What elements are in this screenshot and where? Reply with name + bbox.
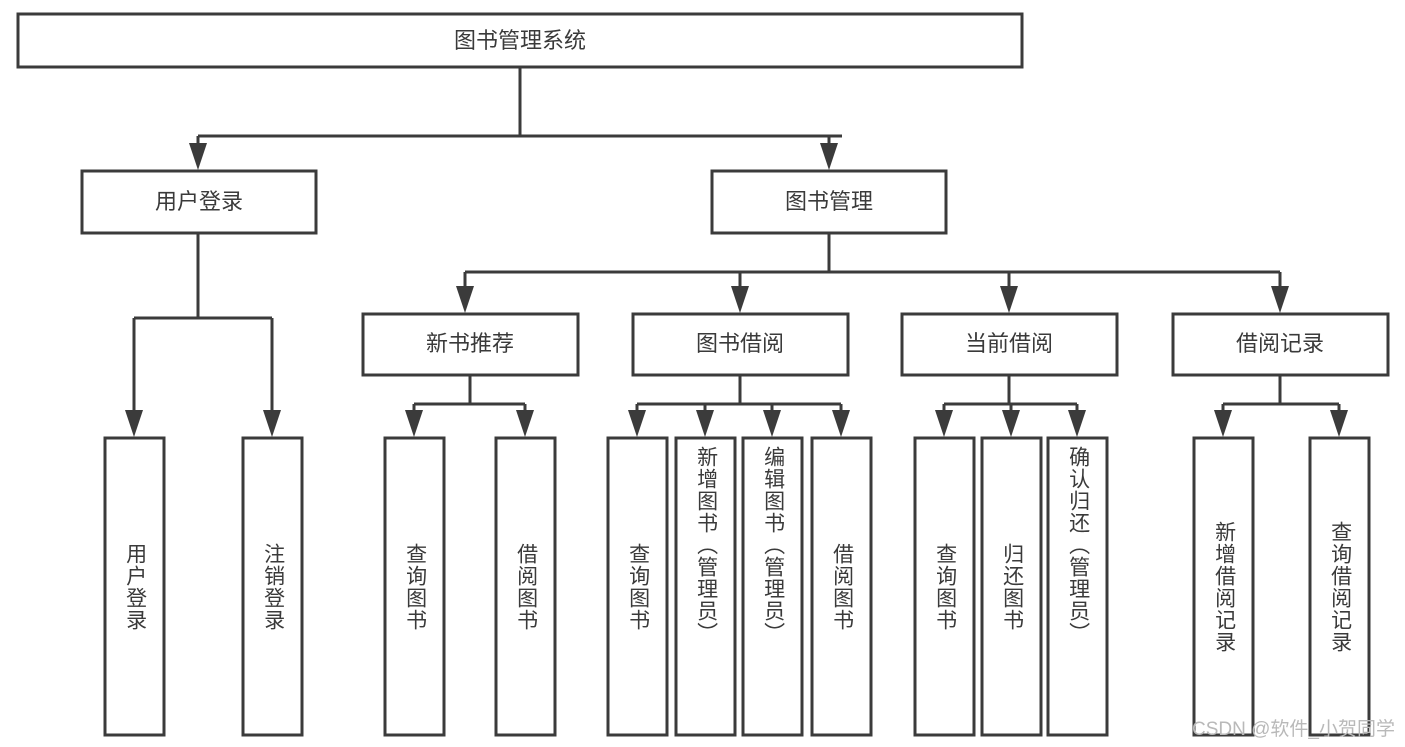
node-book-management[interactable]: 图书管理	[710, 169, 948, 235]
leaf-node-logout[interactable]	[241, 436, 304, 737]
node-book-management-system[interactable]: 图书管理系统	[16, 12, 1024, 69]
arrow-head-icon	[1271, 286, 1289, 313]
connector-book-manage-to-level3	[456, 233, 1289, 313]
arrow-head-icon	[1068, 410, 1086, 437]
arrow-head-icon	[1330, 410, 1348, 437]
arrow-head-icon	[832, 410, 850, 437]
leaf-node-edit-book-admin[interactable]	[741, 436, 804, 737]
arrow-head-icon	[1002, 410, 1020, 437]
arrow-head-icon	[405, 410, 423, 437]
leaf-node-borrow-book-recommend[interactable]	[494, 436, 557, 737]
node-current-borrow[interactable]: 当前借阅	[900, 312, 1119, 377]
arrow-head-icon	[628, 410, 646, 437]
leaf-node-query-borrow-record[interactable]	[1308, 436, 1371, 737]
arrow-head-icon	[763, 410, 781, 437]
connector-borrow-to-leaves	[628, 375, 850, 437]
leaf-node-add-book-admin[interactable]	[674, 436, 737, 737]
leaf-node-query-book-borrow[interactable]	[606, 436, 669, 737]
leaf-node-user-login[interactable]	[103, 436, 166, 737]
arrow-head-icon	[125, 410, 143, 437]
arrow-head-icon	[1214, 410, 1232, 437]
leaf-node-borrow-book[interactable]	[810, 436, 873, 737]
leaf-node-query-book-current[interactable]	[913, 436, 976, 737]
arrow-head-icon	[935, 410, 953, 437]
node-label: 图书管理系统	[454, 28, 586, 53]
node-book-borrow[interactable]: 图书借阅	[631, 312, 850, 377]
leaf-node-return-book[interactable]	[980, 436, 1043, 737]
connector-current-to-leaves	[935, 375, 1086, 437]
arrow-head-icon	[263, 410, 281, 437]
node-new-book-recommend[interactable]: 新书推荐	[361, 312, 580, 377]
connector-user-login-to-leaves	[125, 233, 281, 437]
arrow-head-icon	[1000, 286, 1018, 313]
node-label: 当前借阅	[965, 331, 1053, 356]
connector-record-to-leaves	[1214, 375, 1348, 437]
arrow-head-icon	[189, 143, 207, 170]
arrow-head-icon	[516, 410, 534, 437]
leaf-node-add-borrow-record[interactable]	[1192, 436, 1255, 737]
node-label: 借阅记录	[1236, 331, 1324, 356]
node-borrow-record[interactable]: 借阅记录	[1171, 312, 1390, 377]
arrow-head-icon	[696, 410, 714, 437]
arrow-head-icon	[456, 286, 474, 313]
arrow-head-icon	[731, 286, 749, 313]
connector-recommend-to-leaves	[405, 375, 534, 437]
node-label: 新书推荐	[426, 331, 514, 356]
node-label: 图书借阅	[696, 331, 784, 356]
leaf-node-query-book-recommend[interactable]	[383, 436, 446, 737]
arrow-head-icon	[820, 143, 838, 170]
connector-root-to-level2	[189, 67, 842, 170]
leaf-node-confirm-return-admin[interactable]	[1046, 436, 1109, 737]
node-label: 图书管理	[785, 189, 873, 214]
node-user-login[interactable]: 用户登录	[80, 169, 318, 235]
node-label: 用户登录	[155, 189, 243, 214]
watermark-text: CSDN @软件_小贺同学	[1192, 719, 1395, 740]
